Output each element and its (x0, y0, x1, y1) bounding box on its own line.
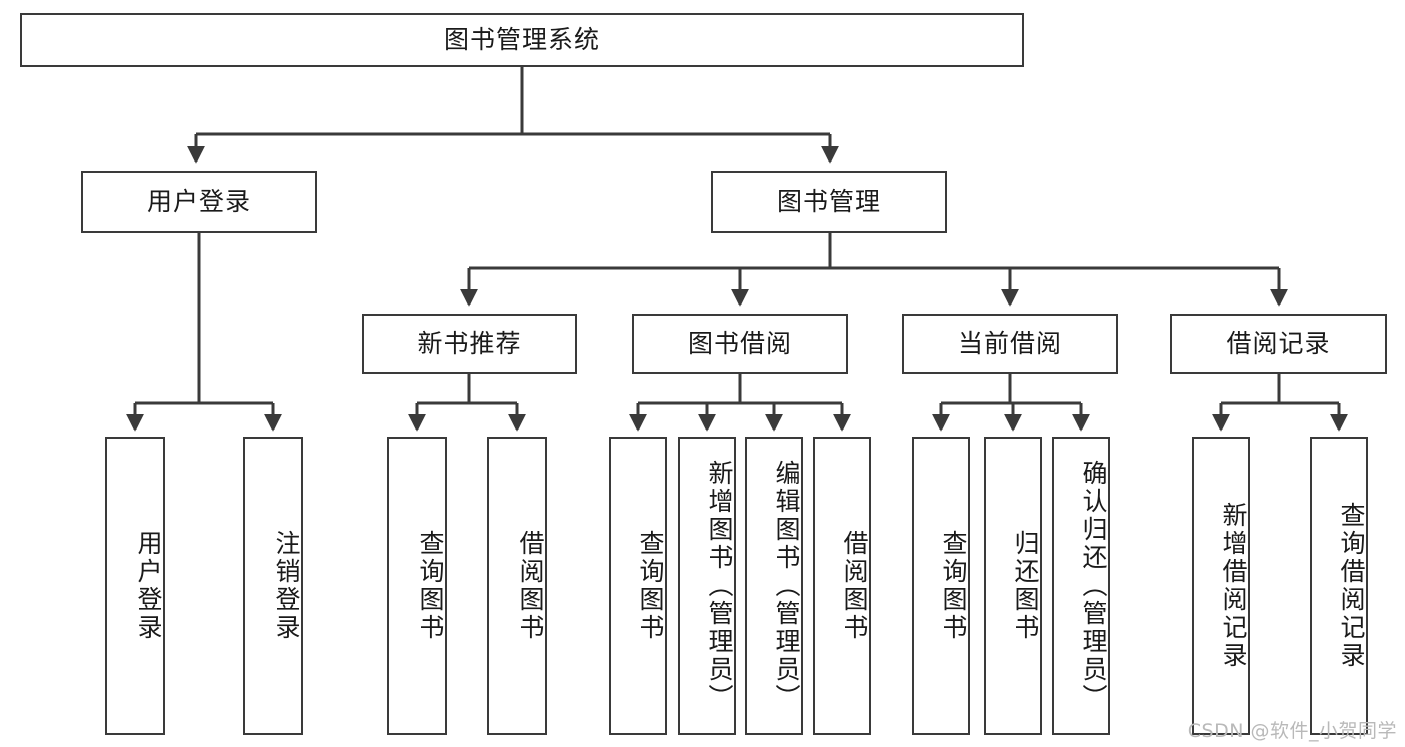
node-leaf-return-book-label: 归还图书 (1011, 530, 1040, 642)
node-leaf-query-book-current-label: 查询图书 (939, 530, 968, 642)
node-leaf-query-borrow-record-label: 查询借阅记录 (1337, 502, 1366, 670)
node-borrow-records[interactable]: 借阅记录 (1170, 314, 1387, 374)
node-leaf-add-borrow-record-label: 新增借阅记录 (1219, 502, 1248, 670)
node-leaf-confirm-return-admin[interactable]: 确认归还（管理员） (1052, 437, 1110, 735)
node-new-book-recommend[interactable]: 新书推荐 (362, 314, 577, 374)
node-current-borrow[interactable]: 当前借阅 (902, 314, 1118, 374)
node-leaf-add-book-admin[interactable]: 新增图书（管理员） (678, 437, 736, 735)
node-leaf-borrow-book[interactable]: 借阅图书 (813, 437, 871, 735)
node-book-borrow-label: 图书借阅 (687, 329, 792, 359)
node-user-login-label: 用户登录 (146, 187, 251, 217)
node-leaf-query-book-recommend-label: 查询图书 (416, 530, 445, 642)
node-new-book-recommend-label: 新书推荐 (417, 329, 522, 359)
node-leaf-borrow-book-recommend-label: 借阅图书 (516, 530, 545, 642)
node-leaf-user-login-label: 用户登录 (134, 530, 163, 642)
node-root-label: 图书管理系统 (443, 25, 600, 55)
node-current-borrow-label: 当前借阅 (957, 329, 1062, 359)
node-leaf-logout-label: 注销登录 (272, 530, 301, 642)
node-leaf-query-book-borrow[interactable]: 查询图书 (609, 437, 667, 735)
node-book-management[interactable]: 图书管理 (711, 171, 947, 233)
node-leaf-query-borrow-record[interactable]: 查询借阅记录 (1310, 437, 1368, 735)
node-leaf-edit-book-admin-label: 编辑图书（管理员） (772, 460, 801, 712)
node-leaf-add-borrow-record[interactable]: 新增借阅记录 (1192, 437, 1250, 735)
node-leaf-borrow-book-recommend[interactable]: 借阅图书 (487, 437, 547, 735)
node-leaf-confirm-return-admin-label: 确认归还（管理员） (1079, 460, 1108, 712)
node-leaf-add-book-admin-label: 新增图书（管理员） (705, 460, 734, 712)
node-user-login[interactable]: 用户登录 (81, 171, 317, 233)
node-root[interactable]: 图书管理系统 (20, 13, 1024, 67)
node-book-management-label: 图书管理 (776, 187, 881, 217)
node-borrow-records-label: 借阅记录 (1226, 329, 1331, 359)
node-book-borrow[interactable]: 图书借阅 (632, 314, 848, 374)
node-leaf-user-login[interactable]: 用户登录 (105, 437, 165, 735)
node-leaf-logout[interactable]: 注销登录 (243, 437, 303, 735)
node-leaf-borrow-book-label: 借阅图书 (840, 530, 869, 642)
node-leaf-query-book-borrow-label: 查询图书 (636, 530, 665, 642)
node-leaf-return-book[interactable]: 归还图书 (984, 437, 1042, 735)
csdn-watermark: CSDN @软件_小贺同学 (1187, 720, 1397, 742)
node-leaf-edit-book-admin[interactable]: 编辑图书（管理员） (745, 437, 803, 735)
node-leaf-query-book-current[interactable]: 查询图书 (912, 437, 970, 735)
node-leaf-query-book-recommend[interactable]: 查询图书 (387, 437, 447, 735)
